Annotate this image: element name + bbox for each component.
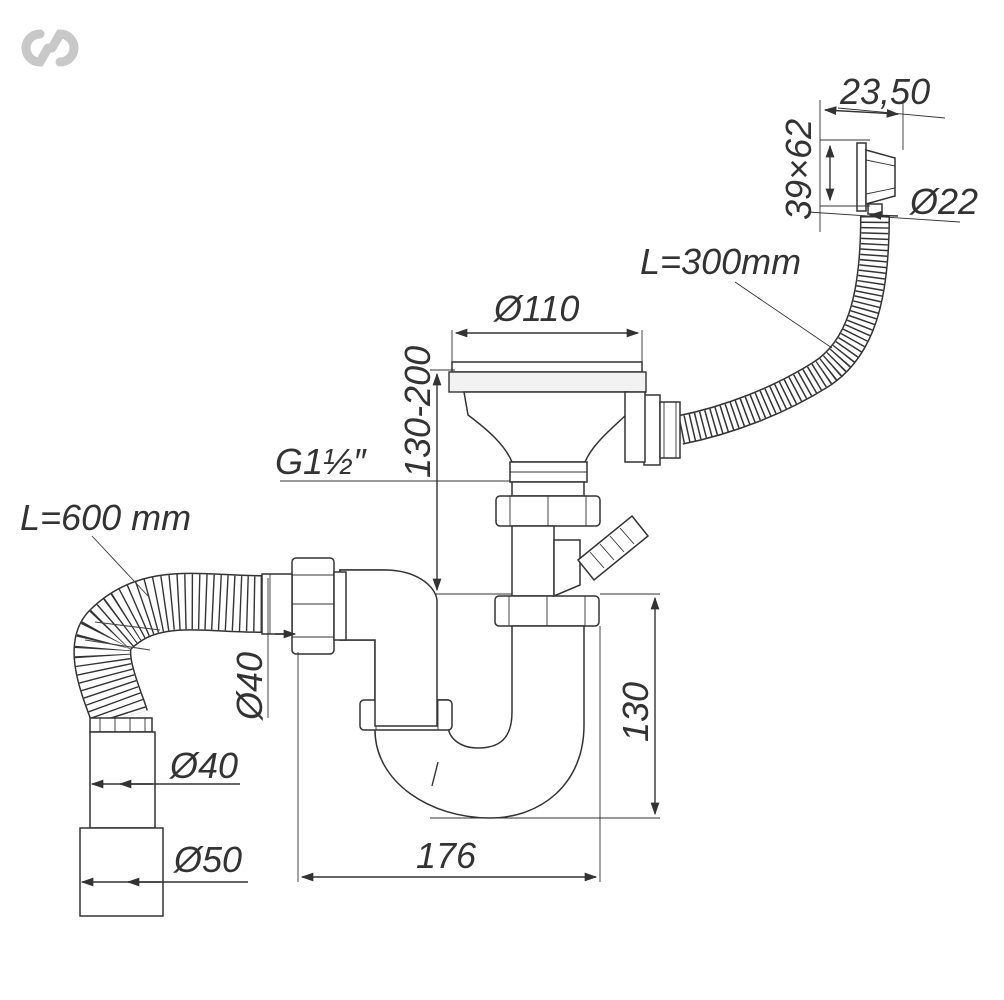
dim-strainer-diameter: Ø110: [451, 288, 643, 362]
overflow-hose: [676, 215, 890, 445]
dishwasher-nipple: [553, 514, 650, 598]
dim-outlet-small: Ø40: [90, 745, 240, 789]
label-overflow-hose: L=300mm: [640, 241, 801, 282]
strainer-basket: [448, 361, 647, 483]
dim-overflow-plate: 39×62: [778, 119, 870, 220]
dim-overflow-outlet: Ø22: [807, 181, 978, 223]
dim-height-range: 130-200: [397, 346, 515, 595]
label-overflow-outlet: Ø22: [909, 181, 978, 222]
dim-overflow-size: 23,50: [819, 71, 946, 232]
label-outlet-small: Ø40: [169, 745, 238, 786]
dim-trap-width: 176: [297, 626, 601, 882]
dim-flex-pipe: L=600 mm: [20, 497, 191, 597]
label-overflow-plate: 39×62: [778, 119, 819, 220]
label-outlet-large: Ø50: [173, 839, 242, 880]
dim-outlet-large: Ø50: [80, 839, 248, 887]
dim-overflow-hose: L=300mm: [640, 241, 833, 349]
dim-trap-height: 130: [430, 593, 660, 819]
label-inlet-diameter: Ø40: [229, 652, 270, 721]
label-strainer-diameter: Ø110: [493, 288, 579, 329]
dim-inlet-diameter: Ø40: [229, 578, 297, 721]
tailpiece: [494, 481, 601, 627]
label-thread: G1½″: [275, 441, 367, 482]
outlet-arm: [261, 557, 438, 727]
dim-thread: G1½″: [275, 441, 510, 482]
overflow-cap: [856, 142, 896, 215]
label-flex-pipe: L=600 mm: [20, 497, 191, 538]
label-height-range: 130-200: [397, 346, 438, 478]
label-trap-width: 176: [416, 835, 477, 876]
outlet-adaptor: [79, 731, 164, 917]
label-overflow-size: 23,50: [839, 71, 930, 112]
link-logo-icon: [21, 29, 79, 67]
label-trap-height: 130: [615, 682, 656, 742]
flex-pipe: [73, 572, 263, 733]
overflow-connector: [643, 394, 681, 466]
